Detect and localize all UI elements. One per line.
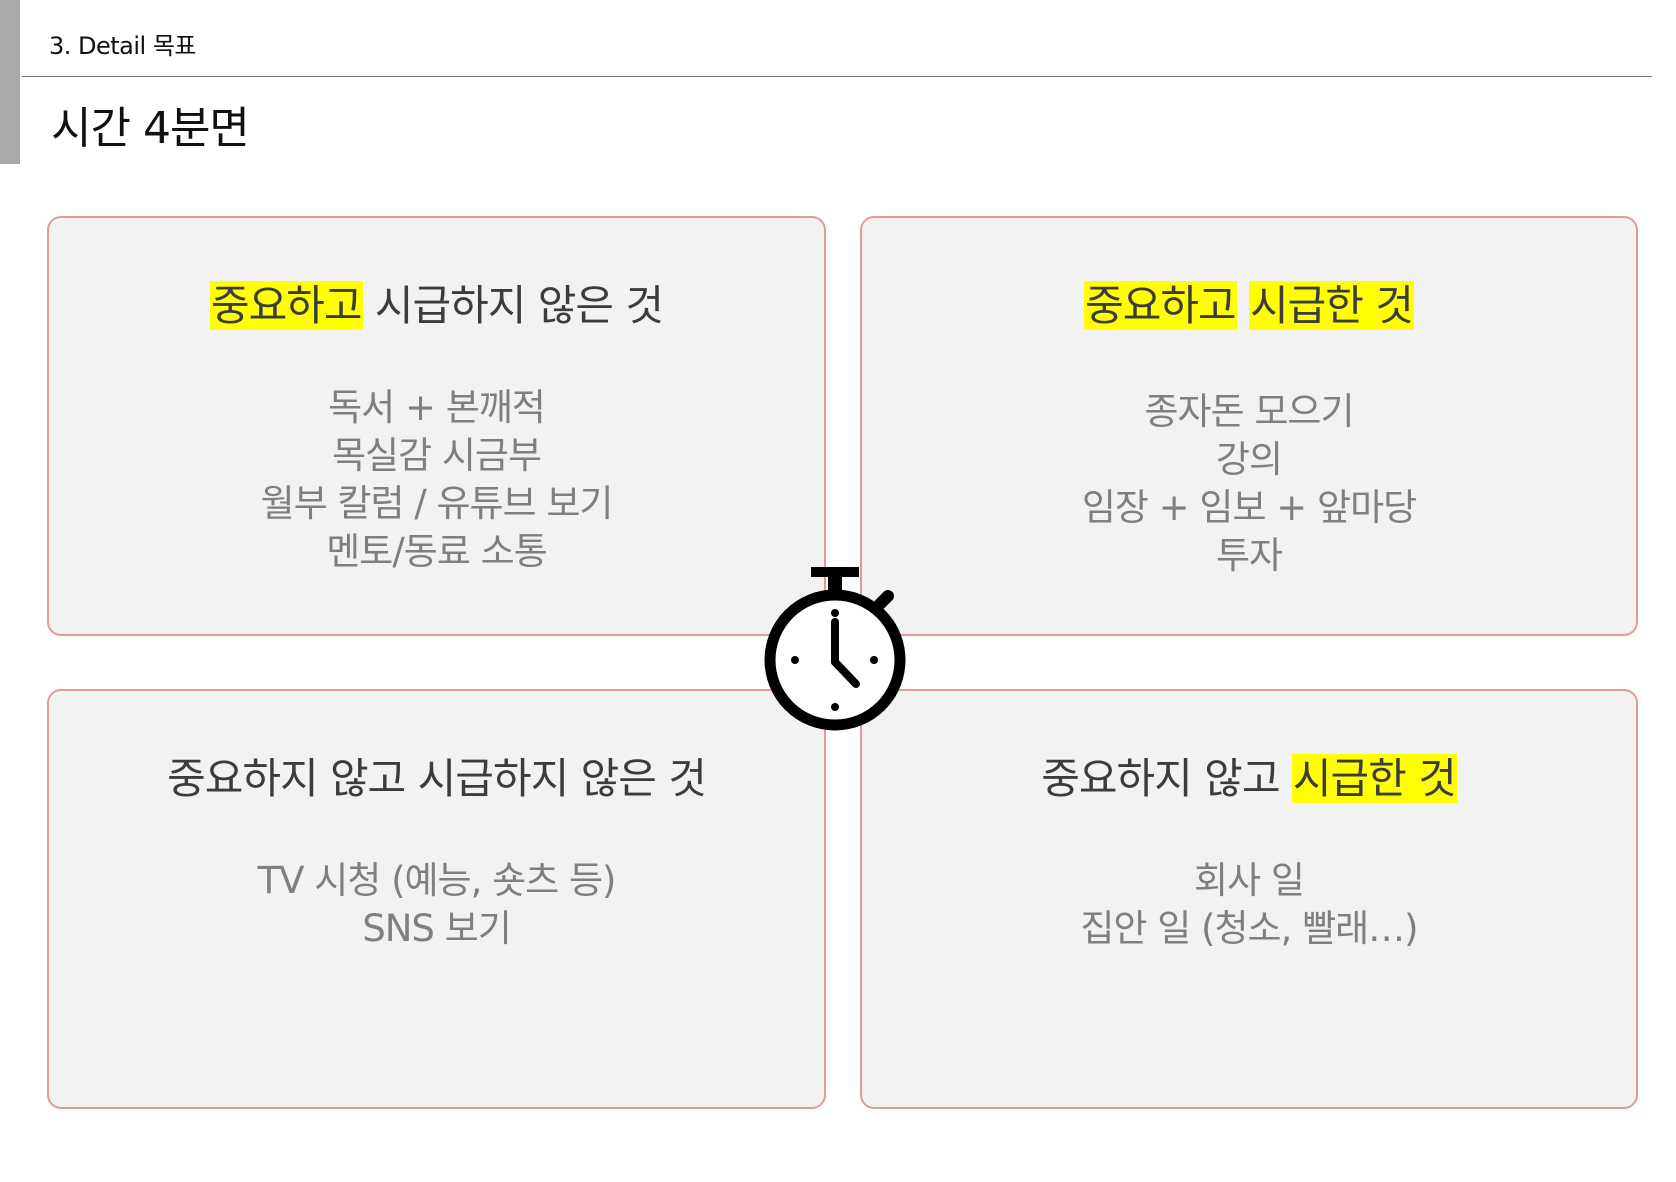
quadrant-item-list: 종자돈 모으기 강의 임장 + 임보 + 앞마당 투자 [862, 388, 1636, 580]
heading-highlight: 중요하고 [1084, 281, 1237, 330]
quadrant-heading: 중요하지 않고 시급한 것 [862, 749, 1636, 809]
quadrant-heading: 중요하지 않고 시급하지 않은 것 [49, 749, 824, 809]
list-item: 강의 [1215, 438, 1283, 481]
header-divider [22, 76, 1652, 77]
list-item: 투자 [1215, 534, 1283, 577]
quadrant-important-urgent: 중요하고 시급한 것 종자돈 모으기 강의 임장 + 임보 + 앞마당 투자 [860, 216, 1638, 636]
heading-text: 중요하지 않고 시급하지 않은 것 [167, 754, 707, 803]
page-title: 시간 4분면 [51, 103, 250, 154]
quadrant-item-list: 회사 일 집안 일 (청소, 빨래…) [862, 857, 1636, 953]
left-accent-bar [0, 0, 20, 164]
stopwatch-icon [764, 567, 906, 731]
quadrant-item-list: TV 시청 (예능, 숏츠 등) SNS 보기 [49, 857, 824, 953]
list-item: 멘토/동료 소통 [326, 530, 547, 573]
heading-highlight: 시급한 것 [1249, 281, 1414, 330]
quadrant-heading: 중요하고 시급한 것 [862, 276, 1636, 336]
list-item: SNS 보기 [362, 907, 512, 950]
list-item: TV 시청 (예능, 숏츠 등) [257, 859, 617, 902]
list-item: 회사 일 [1194, 859, 1305, 902]
section-label: 3. Detail 목표 [49, 32, 197, 60]
quadrant-heading: 중요하고 시급하지 않은 것 [49, 276, 824, 336]
heading-highlight: 중요하고 [209, 281, 363, 330]
list-item: 집안 일 (청소, 빨래…) [1080, 907, 1418, 950]
quadrant-item-list: 독서 + 본깨적 목실감 시금부 월부 칼럼 / 유튜브 보기 멘토/동료 소통 [49, 384, 824, 576]
heading-gap [1237, 281, 1249, 330]
list-item: 독서 + 본깨적 [328, 386, 546, 429]
quadrant-not-important-urgent: 중요하지 않고 시급한 것 회사 일 집안 일 (청소, 빨래…) [860, 689, 1638, 1109]
list-item: 목실감 시금부 [331, 434, 542, 477]
heading-text: 시급하지 않은 것 [362, 281, 664, 330]
heading-text: 중요하지 않고 [1041, 754, 1292, 803]
heading-highlight: 시급한 것 [1291, 754, 1457, 803]
quadrant-important-not-urgent: 중요하고 시급하지 않은 것 독서 + 본깨적 목실감 시금부 월부 칼럼 / … [47, 216, 826, 636]
list-item: 임장 + 임보 + 앞마당 [1081, 486, 1417, 529]
list-item: 월부 칼럼 / 유튜브 보기 [260, 482, 614, 525]
quadrant-not-important-not-urgent: 중요하지 않고 시급하지 않은 것 TV 시청 (예능, 숏츠 등) SNS 보… [47, 689, 826, 1109]
list-item: 종자돈 모으기 [1144, 390, 1354, 433]
